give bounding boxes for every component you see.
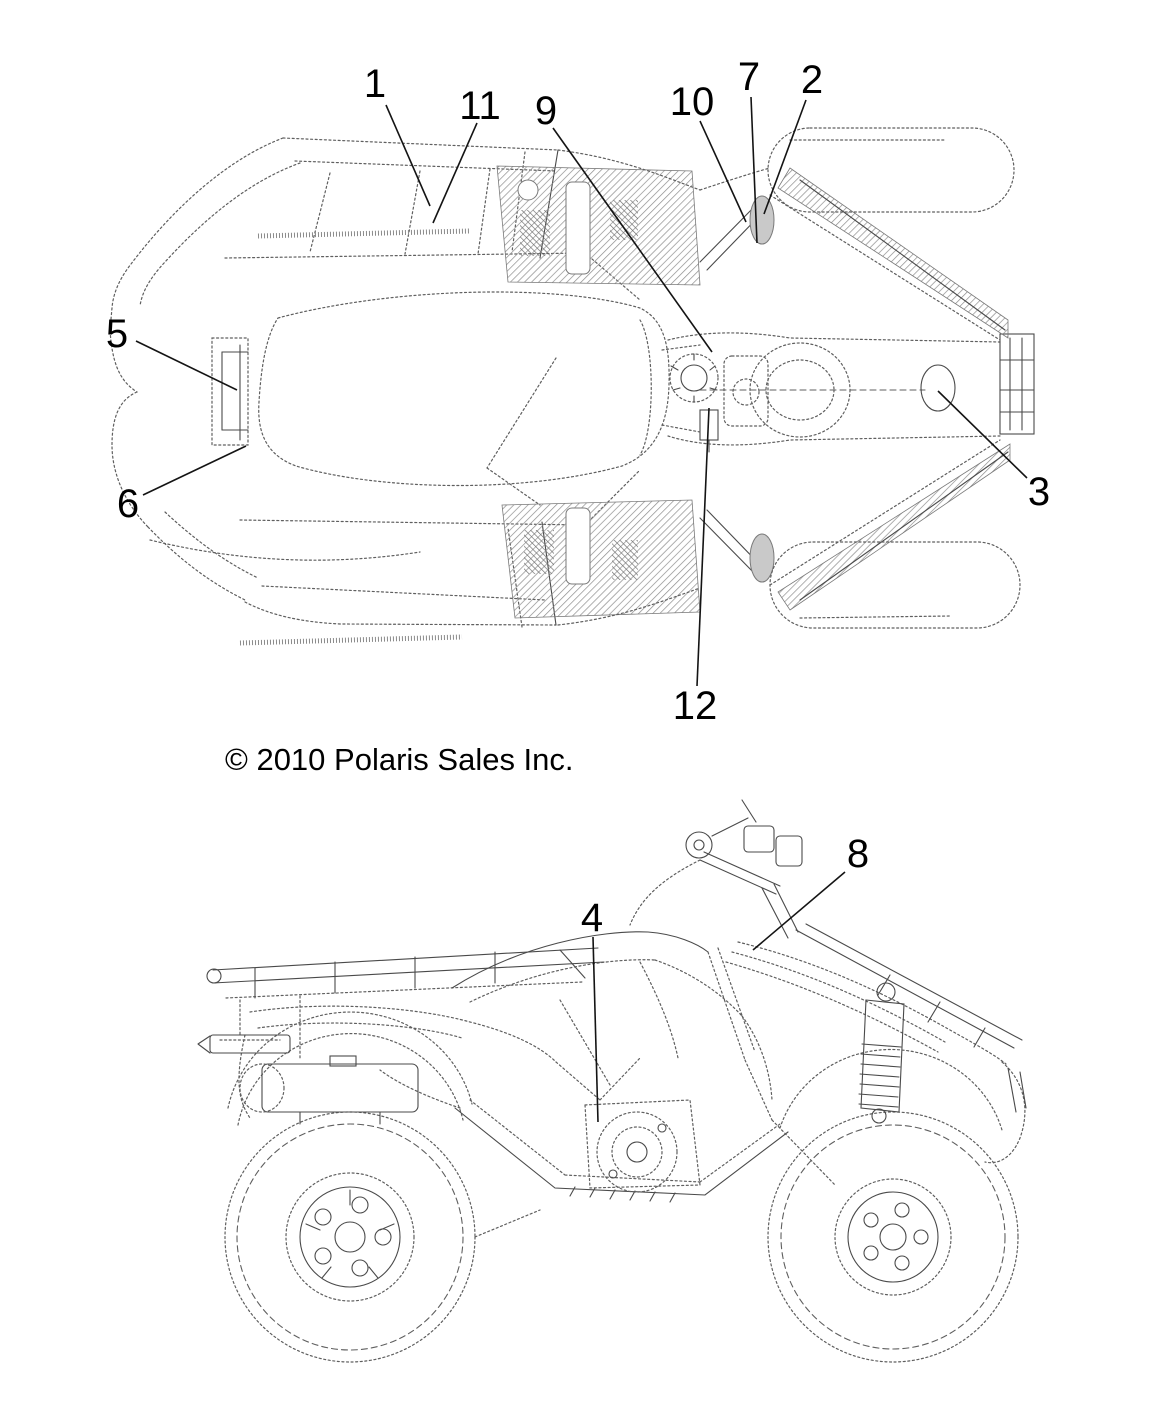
callout-label-11: 11 — [459, 84, 501, 128]
frame-footwell — [379, 1069, 837, 1238]
side-view-drawing — [197, 799, 1027, 1363]
callout-label-6: 6 — [117, 482, 139, 526]
callout-leader-7 — [750, 96, 758, 244]
callout-leader-9 — [552, 127, 713, 353]
callout-label-1: 1 — [364, 62, 386, 106]
callout-label-8: 8 — [847, 832, 869, 876]
callout-label-5: 5 — [106, 312, 128, 356]
rear-fender — [227, 1005, 557, 1126]
callout-leader-10 — [699, 120, 747, 223]
callout-label-12: 12 — [673, 684, 718, 728]
rear-left-fender — [109, 307, 463, 646]
engine — [584, 1099, 701, 1193]
top-view-drawing — [109, 127, 1035, 646]
callout-leader-12 — [696, 407, 710, 687]
fuel-cap — [669, 353, 719, 403]
front-bumper — [999, 333, 1035, 435]
callout-label-4: 4 — [581, 896, 603, 940]
hitch — [197, 1034, 291, 1054]
callout-label-10: 10 — [670, 80, 715, 124]
front-wheel — [767, 1111, 1019, 1363]
callout-leader-4 — [592, 936, 599, 1123]
rear-wheel — [224, 1111, 476, 1363]
seat-side — [451, 931, 743, 1101]
callout-leader-5 — [135, 340, 238, 391]
callout-label-7: 7 — [738, 55, 760, 99]
callout-label-2: 2 — [801, 58, 823, 102]
rear-bumper-bracket — [211, 337, 249, 446]
shock-absorber — [858, 982, 905, 1124]
callout-leader-1 — [385, 104, 431, 207]
front-body — [661, 332, 1001, 446]
seat — [258, 291, 670, 506]
handlebar-side — [629, 799, 803, 1121]
instrument-pod — [699, 342, 851, 453]
callout-label-9: 9 — [535, 89, 557, 133]
callout-label-3: 3 — [1028, 470, 1050, 514]
callout-leader-8 — [752, 871, 846, 951]
callout-leader-11 — [432, 122, 478, 224]
upper-engine-bay — [496, 165, 701, 286]
callout-leader-2 — [763, 99, 807, 215]
muffler — [239, 1055, 419, 1125]
lower-engine-bay — [501, 499, 701, 619]
front-body-side — [725, 923, 1023, 1101]
front-fender — [779, 1048, 1027, 1164]
front-wheel-bottom — [769, 541, 1021, 629]
front-wheel-top — [767, 127, 1015, 213]
rear-rack-side — [206, 947, 605, 1061]
copyright-text: © 2010 Polaris Sales Inc. — [225, 742, 574, 777]
callout-leader-3 — [937, 390, 1028, 479]
front-rack-rails — [769, 167, 1011, 611]
callout-leader-6 — [142, 445, 247, 496]
